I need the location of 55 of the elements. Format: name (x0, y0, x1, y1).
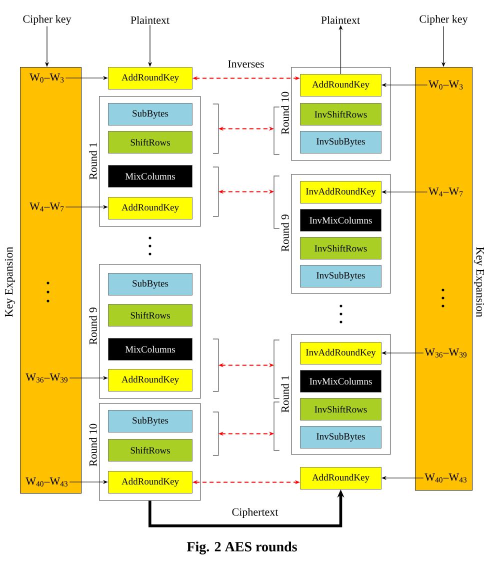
process-box: AddRoundKey (108, 471, 192, 494)
word-label: W$_{36}$–W$_{39}$ (26, 374, 68, 382)
bracket (274, 402, 280, 451)
bracket (212, 412, 219, 456)
word-label: W$_{36}$–W$_{39}$ (424, 348, 466, 358)
edge-label: Ciphertext (230, 507, 280, 519)
process-box: InvMixColumns (300, 370, 382, 392)
process-box: InvShiftRows (300, 237, 382, 260)
node-label: Key Expansion (4, 246, 16, 317)
word-label: W$_{4}$–W$_{7}$ (428, 188, 463, 196)
word-label: W$_{40}$–W$_{43}$ (26, 478, 68, 486)
node-label: Key Expansion (474, 247, 484, 318)
process-box: AddRoundKey (108, 197, 192, 220)
caption: Fig. 2 AES rounds (186, 542, 297, 554)
process-box: InvShiftRows (300, 103, 382, 126)
process-box: AddRoundKey (108, 369, 192, 392)
word-label: W$_{40}$–W$_{43}$ (424, 474, 467, 482)
bracket (212, 338, 219, 392)
edge-label: Inverses (226, 59, 266, 69)
process-box: AddRoundKey (300, 74, 382, 96)
process-box: MixColumns (108, 165, 192, 188)
process-box: ShiftRows (108, 131, 192, 154)
output-label: Plaintext (321, 16, 360, 24)
node-label: Round 9 (281, 214, 289, 252)
process-box: InvAddRoundKey (300, 342, 382, 364)
process-box: InvSubBytes (300, 426, 382, 448)
process-box: InvAddRoundKey (300, 181, 382, 204)
process-box: SubBytes (108, 103, 192, 126)
process-box: InvSubBytes (300, 265, 382, 288)
process-box: ShiftRows (108, 304, 192, 326)
word-label: W$_{4}$–W$_{7}$ (30, 202, 64, 212)
node-label: Round 10 (89, 424, 97, 466)
node-label: Round 1 (89, 142, 97, 180)
bracket (212, 166, 219, 217)
process-box: InvMixColumns (300, 209, 382, 232)
input-label: Plaintext (130, 16, 170, 24)
input-label: Cipher key (420, 15, 468, 25)
process-box: InvShiftRows (300, 398, 382, 420)
process-box: InvSubBytes (300, 131, 382, 154)
process-box: SubBytes (108, 410, 192, 432)
process-box: AddRoundKey (108, 67, 192, 90)
node-label: Round 10 (281, 92, 289, 134)
bracket (212, 104, 219, 154)
process-box: SubBytes (108, 273, 192, 296)
process-box: AddRoundKey (300, 467, 382, 490)
node-label: Round 9 (89, 308, 97, 344)
bracket (274, 176, 280, 229)
word-label: W$_{0}$–W$_{3}$ (428, 80, 463, 90)
input-label: Cipher key (23, 15, 72, 25)
word-label: W$_{0}$–W$_{3}$ (30, 74, 64, 82)
node-label: Round 1 (281, 376, 289, 412)
process-box: ShiftRows (108, 439, 192, 462)
bracket (274, 340, 280, 399)
bracket (274, 106, 280, 155)
process-box: MixColumns (108, 338, 192, 360)
